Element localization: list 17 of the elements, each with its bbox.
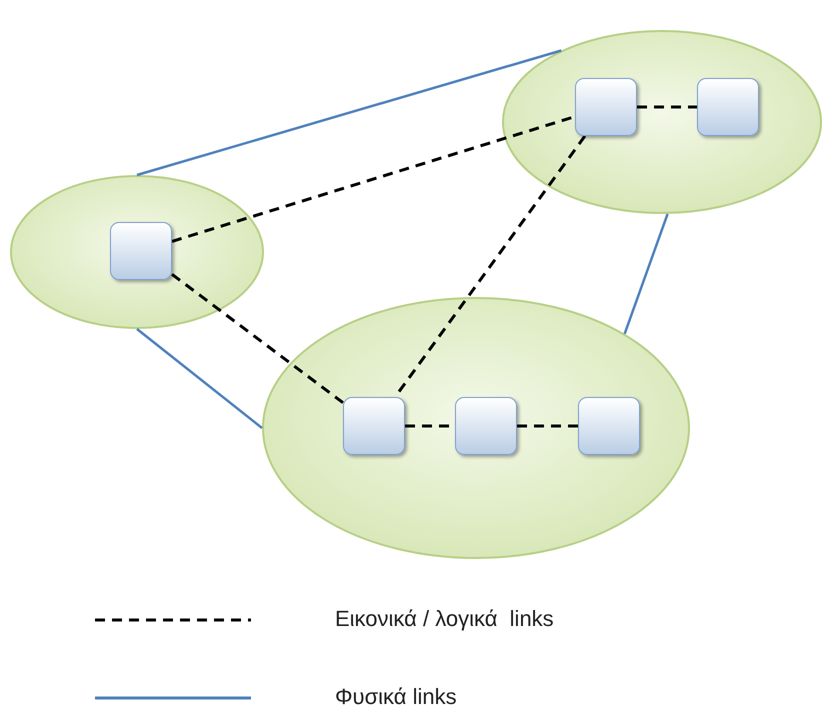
node-box (110, 222, 172, 280)
network-ellipse (10, 175, 264, 329)
legend-text: Φυσικά links (335, 684, 457, 710)
link-line (623, 214, 669, 334)
node-box (578, 397, 640, 455)
node-box (697, 78, 759, 136)
network-ellipse (262, 297, 690, 559)
link-line (136, 49, 562, 176)
dashed-link-line (171, 273, 344, 404)
network-ellipse (502, 30, 822, 214)
dashed-link-line (517, 424, 578, 428)
legend-text: Εικονικά / λογικά links (335, 606, 554, 632)
node-box (455, 397, 517, 455)
link-line (136, 328, 263, 429)
node-box (343, 397, 405, 455)
dashed-link-line (637, 106, 697, 108)
node-box (575, 78, 637, 136)
